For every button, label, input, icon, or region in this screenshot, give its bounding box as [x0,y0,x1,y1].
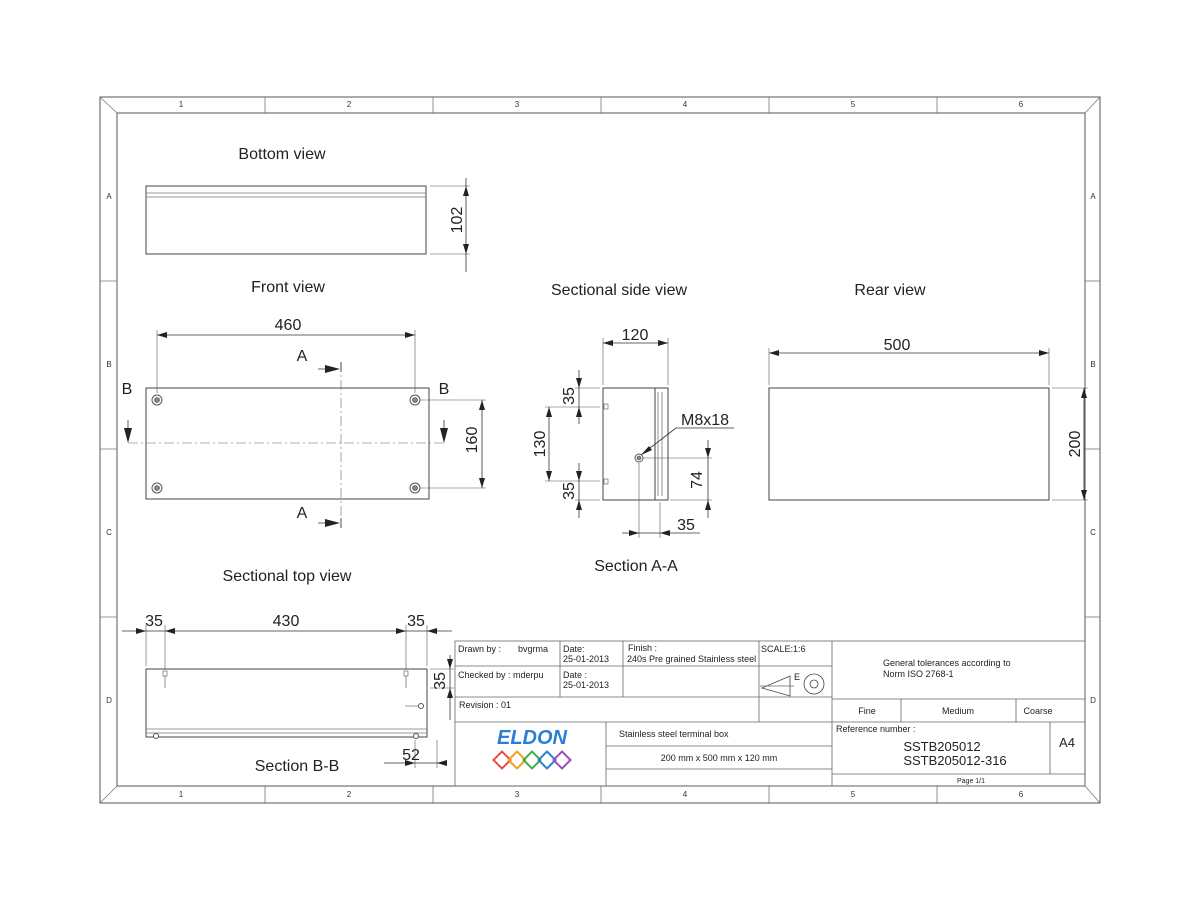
product-description: Stainless steel terminal box [619,729,729,739]
section-b-label-left: B [122,381,133,398]
company-name: ELDON [497,727,568,749]
reference-number-1: SSTB205012 [903,739,980,754]
top-view-title: Sectional top view [223,568,352,585]
title-block: Drawn by : bvgrma Checked by : mderpu Da… [454,640,1086,787]
outer-frame [99,96,1101,804]
side-view-title: Sectional side view [551,282,688,299]
projection-symbol-icon [760,673,825,697]
tolerances-line1: General tolerances according to [883,658,1011,668]
front-view-outline [145,387,430,500]
grid-col-5-bottom: 5 [851,790,856,799]
date2-value: 25-01-2013 [563,680,609,690]
side-top-offset-dim: 35 [561,387,578,405]
tolerance-medium: Medium [942,706,974,716]
side-depth-dim: 120 [622,327,649,344]
bottom-view-title: Bottom view [238,146,326,163]
side-hole-height-dim: 130 [532,431,549,458]
grid-row-b-left: B [106,360,111,369]
sectional-side-view: Sectional side view 120 130 35 35 [532,282,734,575]
finish-value: 240s Pre grained Stainless steel [627,654,756,664]
grid-col-3-top: 3 [515,100,520,109]
grid-row-a-left: A [106,192,112,201]
scale-value: SCALE:1:6 [761,644,806,654]
top-rail-dim: 52 [402,747,420,764]
tolerance-fine: Fine [858,706,876,716]
grid-row-c-left: C [106,528,112,537]
grid-col-4-bottom: 4 [683,790,688,799]
front-view: Front view 460 160 A A [122,279,486,528]
bottom-view-outline [145,185,427,255]
grid-col-2-bottom: 2 [347,790,352,799]
section-b-b-caption: Section B-B [255,758,339,775]
product-dimensions: 200 mm x 500 mm x 120 mm [661,753,778,763]
grid-col-3-bottom: 3 [515,790,520,799]
reference-number-2: SSTB205012-316 [903,753,1006,768]
top-right-dim: 35 [407,613,425,630]
section-b-label-right: B [439,381,450,398]
grid-column-dividers [100,97,1100,803]
grid-col-1-top: 1 [179,100,184,109]
grid-col-1-bottom: 1 [179,790,184,799]
section-a-label-bottom: A [297,505,308,522]
rear-view-outline [768,387,1050,501]
grid-row-b-right: B [1090,360,1095,369]
bolt-label: M8x18 [681,412,729,429]
section-a-label-top: A [297,348,308,365]
grid-col-5-top: 5 [851,100,856,109]
grid-row-d-left: D [106,696,112,705]
grid-row-d-right: D [1090,696,1096,705]
grid-col-4-top: 4 [683,100,688,109]
drawn-by-value: bvgrma [518,644,548,654]
side-rail-height-dim: 74 [689,471,706,489]
rear-height-dim: 200 [1067,431,1084,458]
top-left-dim: 35 [145,613,163,630]
rear-view: Rear view 500 200 [768,282,1088,501]
rear-width-dim: 500 [884,337,911,354]
checked-by: Checked by : mderpu [458,670,544,680]
front-width-dim: 460 [275,317,302,334]
sectional-top-view: Sectional top view 35 430 35 35 [122,568,454,775]
grid-row-c-right: C [1090,528,1096,537]
section-a-a-caption: Section A-A [594,558,678,575]
date1-label: Date: [563,644,585,654]
date1-value: 25-01-2013 [563,654,609,664]
sheet-size: A4 [1059,735,1075,750]
revision: Revision : 01 [459,700,511,710]
bottom-height-dim: 102 [449,207,466,234]
top-view-outline [145,668,428,738]
tolerance-coarse: Coarse [1023,706,1052,716]
reference-label: Reference number : [836,724,916,734]
grid-col-6-bottom: 6 [1019,790,1024,799]
bottom-view: Bottom view 102 [145,146,470,272]
date2-label: Date : [563,670,587,680]
drawn-by-label: Drawn by : [458,644,501,654]
side-bottom-offset-dim: 35 [561,482,578,500]
top-middle-dim: 430 [273,613,300,630]
front-view-title: Front view [251,279,325,296]
top-depth-dim: 35 [432,672,449,690]
grid-labels: 1 2 3 4 5 6 1 2 3 4 5 6 A B C D A B C D [106,100,1096,799]
eldon-logo: ELDON [492,727,572,770]
tolerances-line2: Norm ISO 2768-1 [883,669,954,679]
finish-label: Finish : [628,643,657,653]
grid-row-a-right: A [1090,192,1096,201]
grid-col-6-top: 6 [1019,100,1024,109]
front-height-dim: 160 [464,427,481,454]
side-rail-depth-dim: 35 [677,517,695,534]
page-number: Page 1/1 [957,778,985,785]
projection-letter: E [794,672,800,682]
grid-col-2-top: 2 [347,100,352,109]
rear-view-title: Rear view [854,282,926,299]
